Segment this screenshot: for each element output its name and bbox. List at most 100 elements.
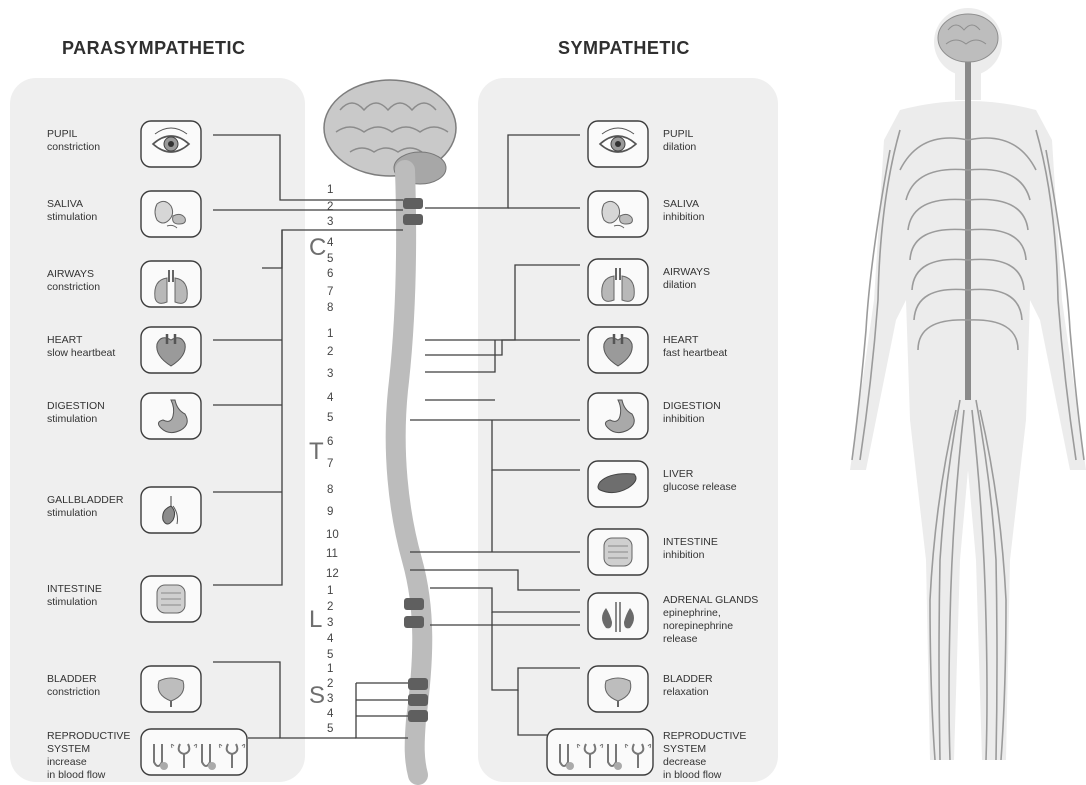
label-line: norepinephrine [663, 620, 758, 633]
parasympathetic-connectors [213, 135, 408, 738]
label-line: stimulation [47, 413, 105, 426]
vertebra-thoracic-2: 2 [327, 346, 333, 358]
label-title: AIRWAYS [663, 266, 710, 279]
label-line: epinephrine, [663, 607, 758, 620]
vertebra-sacral-1: 1 [327, 663, 333, 675]
label-line: dilation [663, 279, 710, 292]
label-title: ADRENAL GLANDS [663, 594, 758, 607]
vertebra-thoracic-10: 10 [326, 529, 339, 541]
label-line: inhibition [663, 549, 718, 562]
stomach-icon [587, 392, 649, 440]
label-line: in blood flow [47, 769, 130, 782]
parasympathetic-label: HEARTslow heartbeat [47, 334, 115, 360]
label-line: decrease [663, 756, 746, 769]
label-line: in blood flow [663, 769, 746, 782]
label-title: BLADDER [663, 673, 713, 686]
reproductive-organs-icon [140, 728, 248, 776]
label-title: PUPIL [47, 128, 100, 141]
vertebra-thoracic-7: 7 [327, 458, 333, 470]
vertebra-cervical-1: 1 [327, 184, 333, 196]
gallbladder-icon [140, 486, 202, 534]
region-lumbar: L [309, 606, 322, 634]
heart-icon [140, 326, 202, 374]
sympathetic-connectors [410, 135, 580, 735]
eye-icon [587, 120, 649, 168]
vertebra-lumbar-3: 3 [327, 617, 333, 629]
parasympathetic-label: INTESTINEstimulation [47, 583, 102, 609]
label-title: GALLBLADDER [47, 494, 123, 507]
intestine-icon [587, 528, 649, 576]
label-title: REPRODUCTIVE [47, 730, 130, 743]
vertebra-thoracic-3: 3 [327, 368, 333, 380]
salivary-glands-icon [587, 190, 649, 238]
intestine-icon [140, 575, 202, 623]
label-line: SYSTEM [663, 743, 746, 756]
vertebra-cervical-4: 4 [327, 237, 333, 249]
vertebra-lumbar-2: 2 [327, 601, 333, 613]
vertebra-thoracic-4: 4 [327, 392, 333, 404]
sympathetic-label: PUPILdilation [663, 128, 696, 154]
vertebra-thoracic-5: 5 [327, 412, 333, 424]
bladder-icon [587, 665, 649, 713]
label-title: INTESTINE [663, 536, 718, 549]
label-title: AIRWAYS [47, 268, 100, 281]
vertebra-thoracic-6: 6 [327, 436, 333, 448]
label-line: SYSTEM [47, 743, 130, 756]
vertebra-thoracic-11: 11 [326, 548, 338, 560]
label-line: inhibition [663, 211, 704, 224]
label-line: relaxation [663, 686, 713, 699]
label-line: release [663, 633, 758, 646]
label-title: SALIVA [47, 198, 97, 211]
label-title: LIVER [663, 468, 737, 481]
label-line: constriction [47, 686, 100, 699]
salivary-glands-icon [140, 190, 202, 238]
eye-icon [140, 120, 202, 168]
lungs-icon [587, 258, 649, 306]
label-line: glucose release [663, 481, 737, 494]
vertebra-sacral-5: 5 [327, 723, 333, 735]
vertebra-cervical-3: 3 [327, 216, 333, 228]
label-line: constriction [47, 141, 100, 154]
vertebra-cervical-6: 6 [327, 268, 333, 280]
stomach-icon [140, 392, 202, 440]
region-thoracic: T [309, 438, 324, 466]
vertebra-cervical-5: 5 [327, 253, 333, 265]
vertebra-lumbar-5: 5 [327, 649, 333, 661]
vertebra-thoracic-8: 8 [327, 484, 333, 496]
vertebra-lumbar-1: 1 [327, 585, 333, 597]
lungs-icon [140, 260, 202, 308]
vertebra-sacral-3: 3 [327, 693, 333, 705]
region-cervical: C [309, 234, 326, 262]
brain [324, 80, 456, 184]
label-line: slow heartbeat [47, 347, 115, 360]
label-line: stimulation [47, 507, 123, 520]
vertebra-cervical-2: 2 [327, 201, 333, 213]
label-title: BLADDER [47, 673, 100, 686]
liver-icon [587, 460, 649, 508]
bladder-icon [140, 665, 202, 713]
label-title: INTESTINE [47, 583, 102, 596]
kidneys-adrenal-icon [587, 592, 649, 640]
vertebra-cervical-8: 8 [327, 302, 333, 314]
parasympathetic-title: PARASYMPATHETIC [62, 38, 246, 59]
label-title: HEART [47, 334, 115, 347]
vertebra-sacral-2: 2 [327, 678, 333, 690]
vertebra-lumbar-4: 4 [327, 633, 333, 645]
label-line: inhibition [663, 413, 721, 426]
reproductive-organs-icon [546, 728, 654, 776]
sympathetic-title: SYMPATHETIC [558, 38, 690, 59]
label-title: PUPIL [663, 128, 696, 141]
label-line: dilation [663, 141, 696, 154]
